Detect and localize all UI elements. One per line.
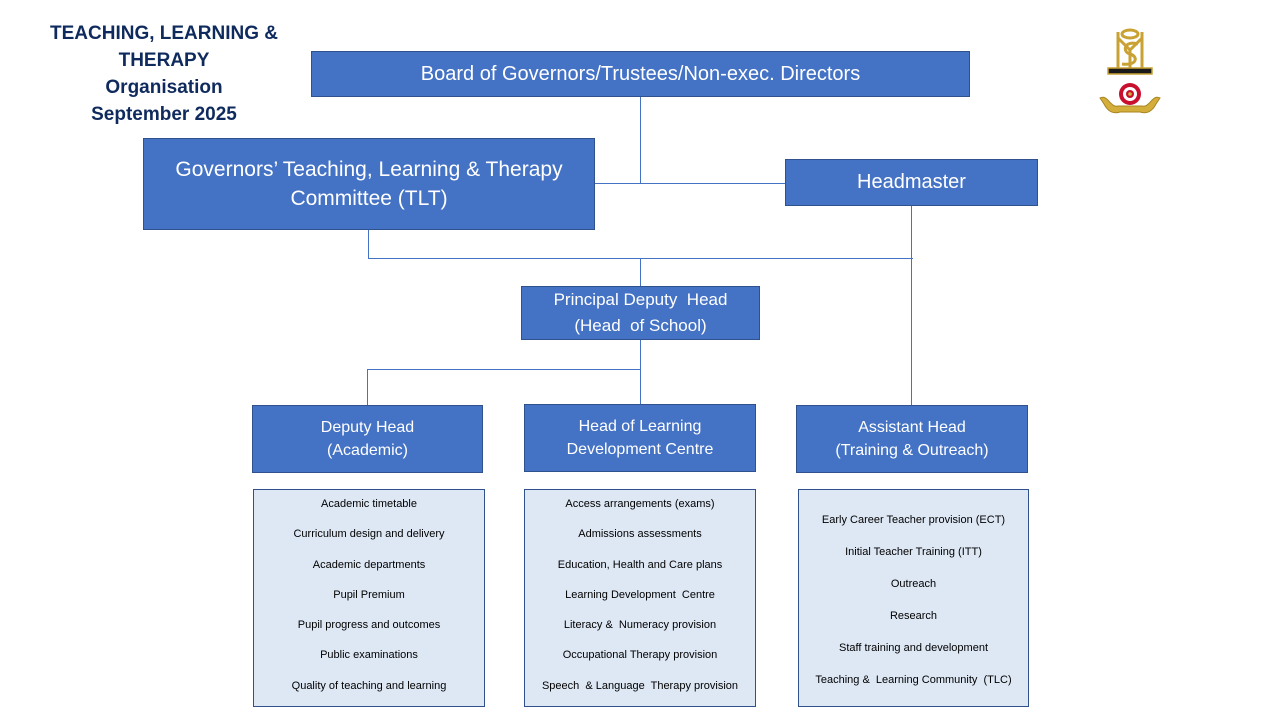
list-item: Admissions assessments	[578, 528, 702, 541]
connector-to-principal	[640, 258, 641, 287]
list-item: Outreach	[890, 578, 937, 590]
list-item: Quality of teaching and learning	[291, 679, 447, 692]
list-item: Academic timetable	[321, 498, 417, 510]
node-deputy-head-label-2: (Academic)	[327, 442, 408, 459]
node-board: Board of Governors/Trustees/Non-exec. Di…	[311, 51, 970, 97]
list-item: Early Career Teacher provision (ECT)	[821, 514, 1006, 526]
connector-principal-down	[640, 339, 641, 405]
connector-to-deputy	[367, 369, 368, 406]
connector-headmaster-down	[911, 205, 912, 406]
list-item: Access arrangements (exams)	[565, 498, 715, 510]
list-deputy-head: Academic timetable Curriculum design and…	[253, 489, 485, 707]
title-line-4: September 2025	[91, 104, 237, 125]
connector-committee-down	[368, 229, 369, 259]
school-crest-icon	[1094, 24, 1166, 124]
node-head-ldc: Head of Learning Development Centre	[524, 404, 756, 472]
list-item: Occupational Therapy provision	[562, 649, 718, 662]
list-item: Research	[889, 610, 938, 622]
node-assistant-head: Assistant Head (Training & Outreach)	[796, 405, 1028, 473]
node-board-label: Board of Governors/Trustees/Non-exec. Di…	[420, 62, 861, 85]
node-principal-deputy-label-1: Principal Deputy Head	[553, 290, 728, 309]
list-item: Teaching & Learning Community (TLC)	[815, 674, 1012, 686]
node-deputy-head-label-1: Deputy Head	[320, 419, 415, 436]
node-deputy-head: Deputy Head (Academic)	[252, 405, 483, 473]
list-item: Literacy & Numeracy provision	[563, 619, 717, 632]
list-head-ldc: Access arrangements (exams) Admissions a…	[524, 489, 756, 707]
node-principal-deputy-label-2: (Head of School)	[574, 316, 707, 335]
list-item: Speech & Language Therapy provision	[541, 679, 739, 692]
connector-board-down	[640, 96, 641, 184]
list-item: Curriculum design and delivery	[293, 528, 445, 541]
node-headmaster: Headmaster	[785, 159, 1038, 206]
list-item: Academic departments	[312, 558, 426, 571]
connector-horizontal-lower	[367, 369, 641, 370]
node-committee-label-1: Governors’ Teaching, Learning & Therapy	[175, 158, 563, 181]
node-head-ldc-label-2: Development Centre	[566, 441, 714, 458]
node-committee-label-2: Committee (TLT)	[290, 187, 448, 210]
list-item: Pupil progress and outcomes	[297, 619, 441, 632]
list-assistant-head: Early Career Teacher provision (ECT) Ini…	[798, 489, 1029, 707]
node-assistant-head-label-1: Assistant Head	[858, 419, 966, 436]
list-item: Initial Teacher Training (ITT)	[845, 546, 982, 558]
title-line-1: TEACHING, LEARNING &	[50, 23, 278, 44]
node-headmaster-label: Headmaster	[857, 171, 966, 193]
node-assistant-head-label-2: (Training & Outreach)	[835, 442, 989, 459]
node-head-ldc-label-1: Head of Learning	[578, 418, 702, 435]
node-principal-deputy: Principal Deputy Head (Head of School)	[521, 286, 760, 340]
chart-title: TEACHING, LEARNING & THERAPY Organisatio…	[40, 20, 288, 128]
list-item: Pupil Premium	[333, 588, 405, 601]
title-line-3: Organisation	[105, 77, 223, 98]
title-line-2: THERAPY	[118, 50, 210, 71]
list-item: Education, Health and Care plans	[557, 558, 723, 571]
list-item: Staff training and development	[838, 642, 988, 654]
connector-committee-headmaster	[594, 183, 786, 184]
node-committee: Governors’ Teaching, Learning & Therapy …	[143, 138, 595, 230]
list-item: Learning Development Centre	[565, 588, 715, 601]
list-item: Public examinations	[320, 649, 418, 662]
